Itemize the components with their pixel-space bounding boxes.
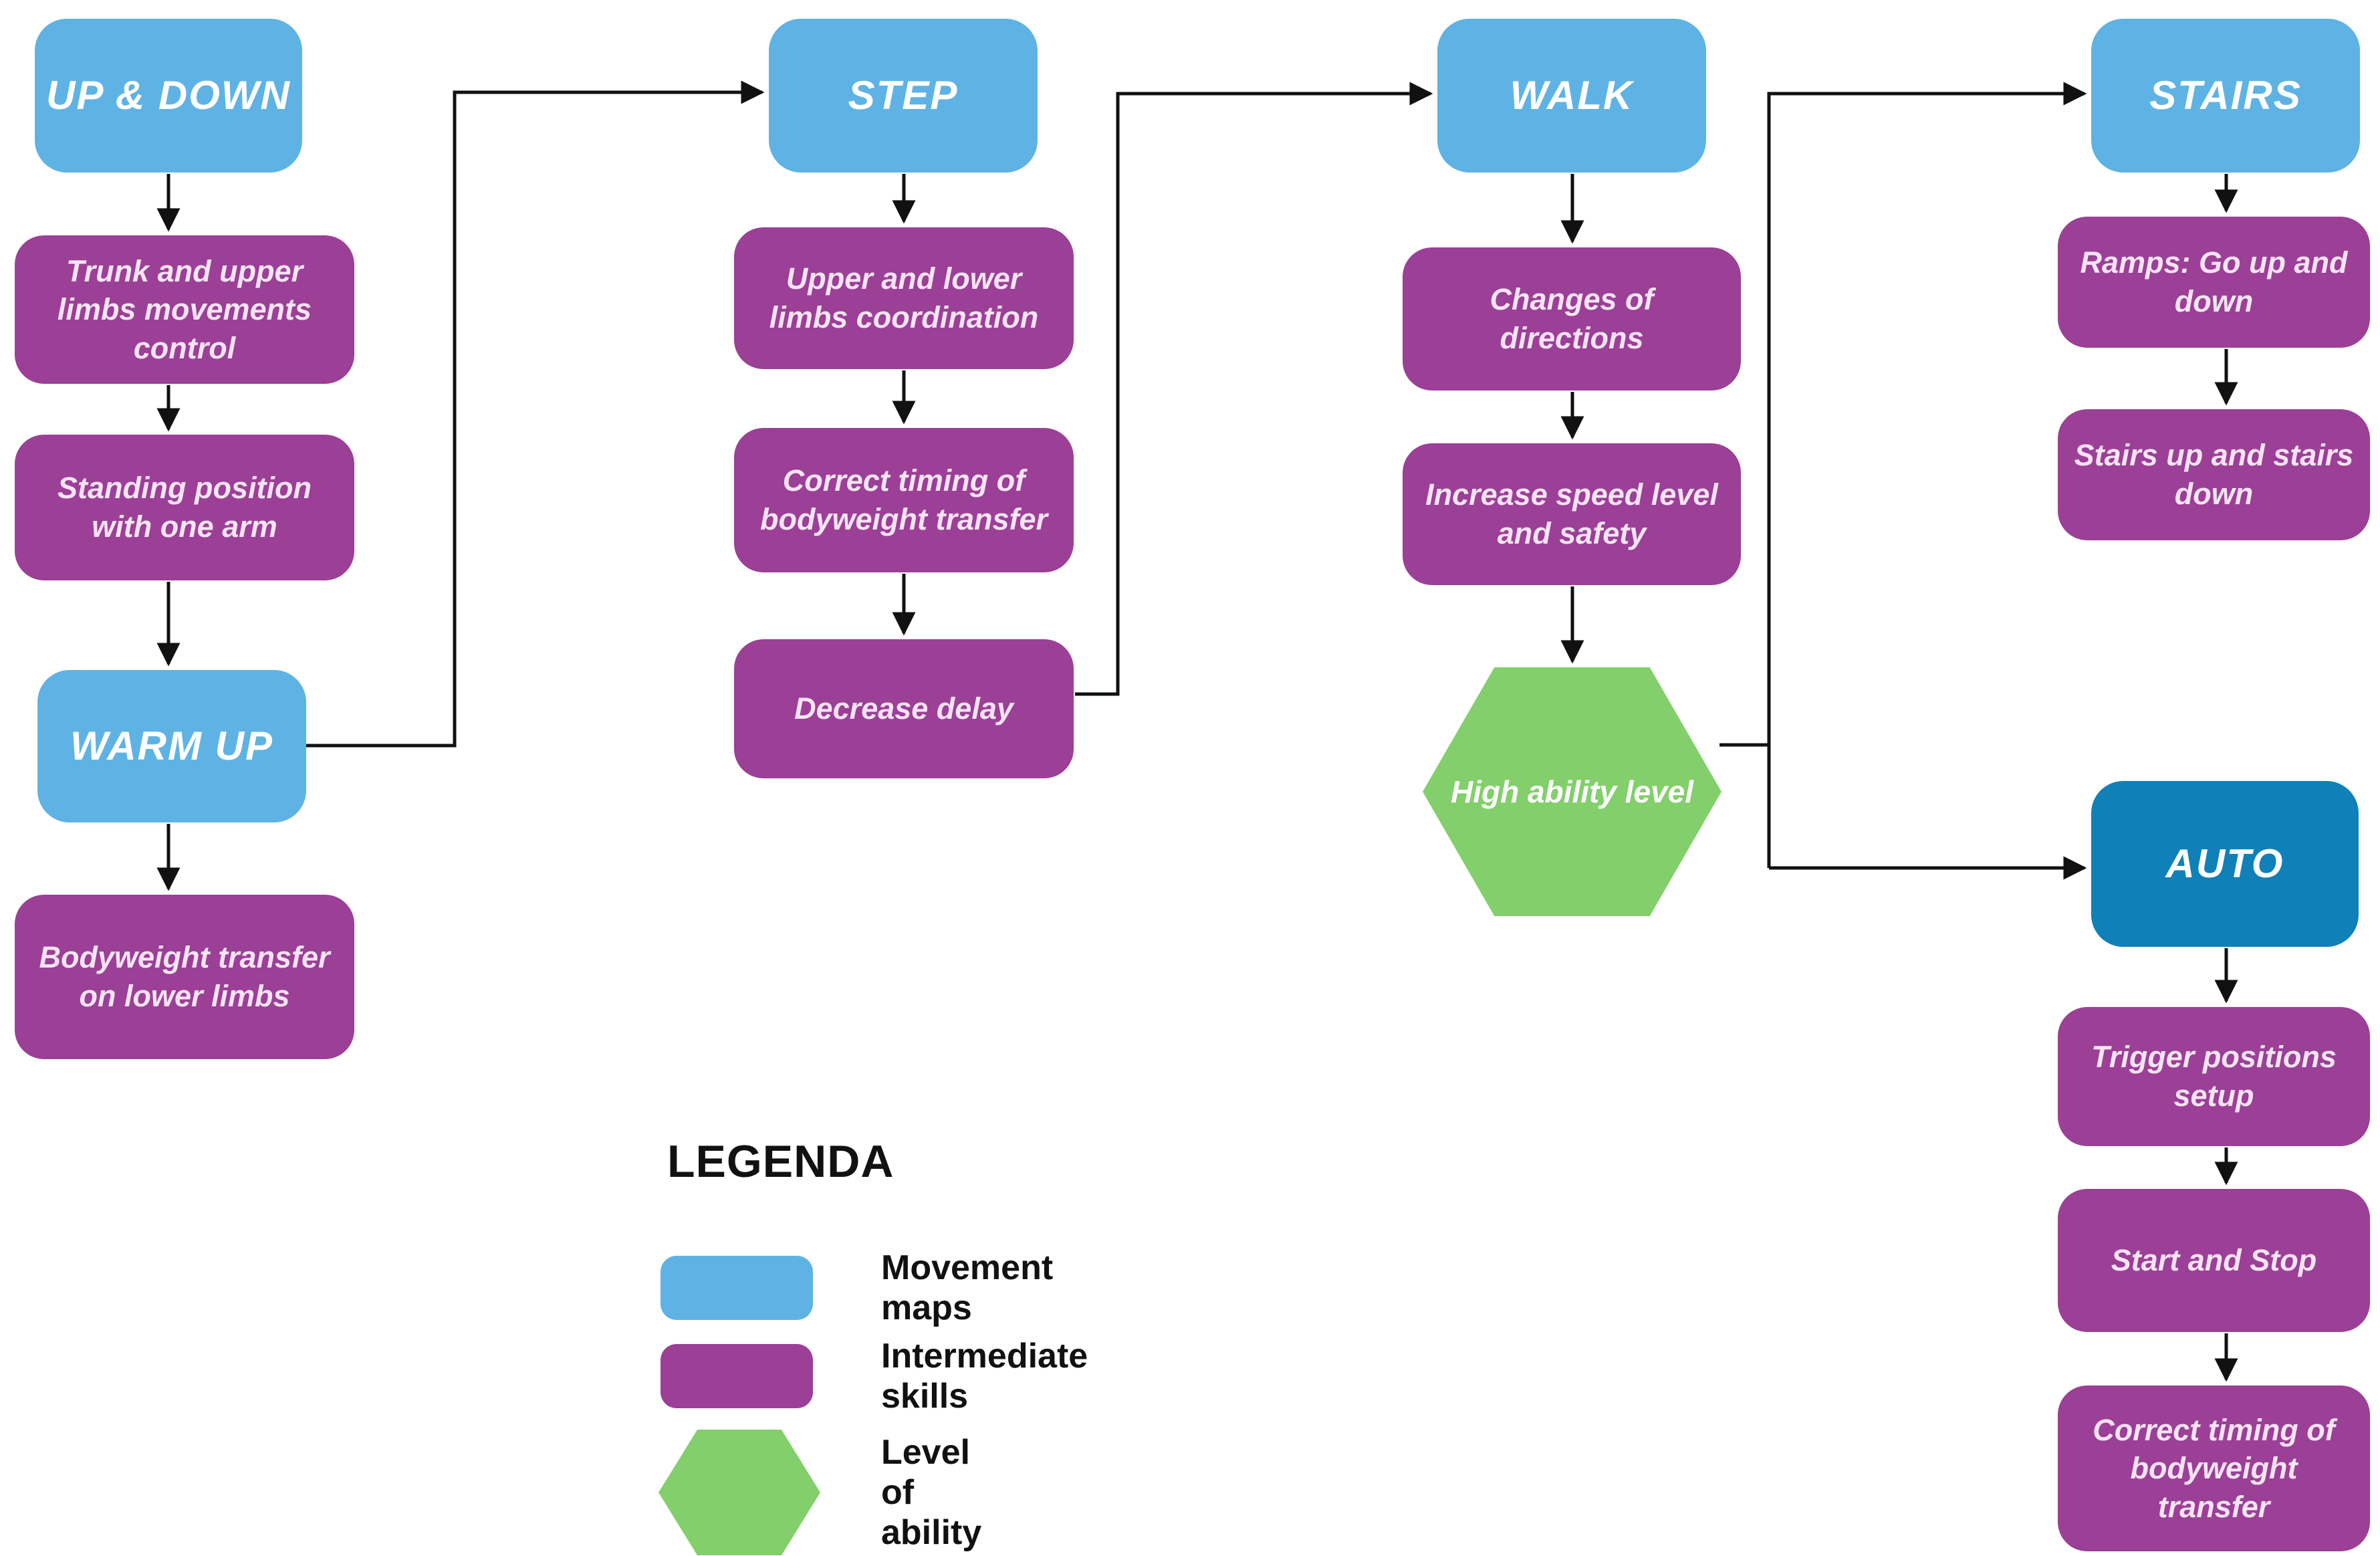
node-warm-up: WARM UP — [37, 670, 306, 822]
legend-label-level-of-ability: Level of ability — [881, 1433, 982, 1552]
legend-swatch-intermediate-skills — [661, 1344, 813, 1408]
node-correct-timing-step: Correct timing of bodyweight transfer — [734, 428, 1074, 572]
node-increase-speed: Increase speed level and safety — [1403, 443, 1741, 585]
node-high-ability-level: High ability level — [1423, 667, 1721, 916]
node-stairs: STAIRS — [2091, 19, 2360, 173]
node-standing-position: Standing position with one arm — [15, 435, 354, 580]
node-bodyweight-transfer: Bodyweight transfer on lower limbs — [15, 895, 354, 1059]
node-start-and-stop: Start and Stop — [2058, 1189, 2370, 1332]
node-stairs-up-down: Stairs up and stairs down — [2058, 409, 2370, 540]
elbow-warmup-to-step — [306, 80, 765, 748]
legend-label-movement-maps: Movement maps — [881, 1248, 1054, 1327]
node-step: STEP — [769, 19, 1038, 173]
node-ramps: Ramps: Go up and down — [2058, 217, 2370, 348]
node-trigger-positions: Trigger positions setup — [2058, 1007, 2370, 1146]
elbow-decreasedelay-to-walk — [1075, 82, 1433, 696]
node-auto: AUTO — [2091, 781, 2359, 947]
node-trunk-upper-limbs: Trunk and upper limbs movements control — [15, 235, 354, 384]
node-correct-timing-auto: Correct timing of bodyweight transfer — [2058, 1385, 2370, 1551]
node-changes-of-directions: Changes of directions — [1403, 247, 1741, 391]
legend-title: LEGENDA — [667, 1136, 895, 1187]
node-up-and-down: UP & DOWN — [35, 19, 302, 173]
node-walk: WALK — [1437, 19, 1706, 173]
node-decrease-delay: Decrease delay — [734, 639, 1074, 778]
legend-swatch-movement-maps — [661, 1256, 813, 1320]
elbow-hexagon-to-stairs — [1767, 82, 2087, 868]
node-upper-lower-coordination: Upper and lower limbs coordination — [734, 227, 1074, 369]
legend-swatch-level-of-ability — [659, 1430, 820, 1555]
legend-label-intermediate-skills: Intermediate skills — [881, 1337, 1088, 1416]
